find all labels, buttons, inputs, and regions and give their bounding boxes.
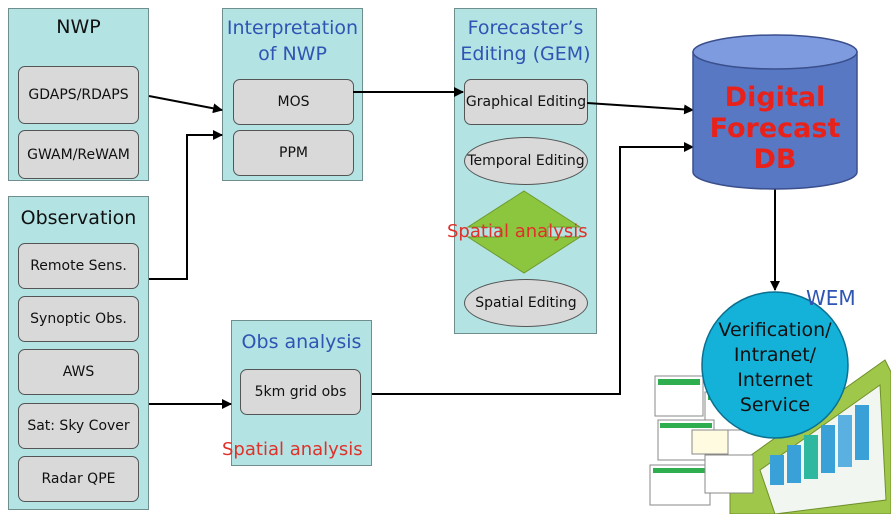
forecaster-title-line2: Editing (GEM) <box>460 43 591 65</box>
gdaps-rdaps-box: GDAPS/RDAPS <box>18 66 139 124</box>
screen-thumbnails <box>770 405 869 485</box>
nwp-panel: NWP GDAPS/RDAPS GWAM/ReWAM <box>8 8 149 181</box>
wem-line4: Service <box>739 394 811 416</box>
5km-grid-obs-box: 5km grid obs <box>240 369 361 415</box>
spatial-editing-ellipse: Spatial Editing <box>464 279 588 327</box>
wem-label: WEM <box>806 286 856 310</box>
ppm-box: PPM <box>233 130 354 176</box>
wem-service-label: Verification/ Intranet/ Internet Service <box>700 318 850 418</box>
db-label-line3: DB <box>753 144 797 175</box>
graphical-editing-box: Graphical Editing <box>464 79 588 125</box>
nwp-title: NWP <box>56 16 101 38</box>
aws-box: AWS <box>18 349 139 395</box>
obs-analysis-to-db-arrow <box>372 142 694 395</box>
obs-analysis-panel: Obs analysis 5km grid obs <box>231 320 372 466</box>
graphical-to-db-arrow <box>586 102 694 115</box>
synoptic-obs-box: Synoptic Obs. <box>18 296 139 342</box>
db-label-line2: Forecast <box>709 113 841 144</box>
interpretation-panel: Interpretation of NWP MOS PPM <box>222 8 363 181</box>
forecaster-spatial-analysis-label: Spatial analysis <box>447 221 588 242</box>
remote-sens-to-interpretation-arrow <box>149 130 223 280</box>
temporal-editing-ellipse: Temporal Editing <box>464 137 588 185</box>
sat-sky-cover-box: Sat: Sky Cover <box>18 403 139 449</box>
remote-sens-box: Remote Sens. <box>18 243 139 289</box>
observation-title: Observation <box>20 207 137 229</box>
observation-panel: Observation Remote Sens. Synoptic Obs. A… <box>8 196 149 510</box>
nwp-to-interpretation-arrow <box>148 95 223 114</box>
db-label-line1: Digital <box>724 82 826 113</box>
wem-line2: Intranet/ <box>733 344 817 366</box>
obs-analysis-title: Obs analysis <box>241 331 362 353</box>
db-label: Digital Forecast DB <box>695 82 855 175</box>
wem-line3: Internet <box>737 369 813 391</box>
gwam-rewam-box: GWAM/ReWAM <box>18 130 139 179</box>
wem-line1: Verification/ <box>718 319 832 341</box>
mos-box: MOS <box>233 79 354 125</box>
radar-qpe-box: Radar QPE <box>18 456 139 502</box>
interpretation-title-line2: of NWP <box>258 43 327 65</box>
obs-spatial-analysis-label: Spatial analysis <box>222 439 363 460</box>
interpretation-title-line1: Interpretation <box>226 17 359 39</box>
forecaster-editing-panel: Forecaster’s Editing (GEM) Graphical Edi… <box>454 8 597 334</box>
forecaster-title-line1: Forecaster’s <box>467 17 584 39</box>
